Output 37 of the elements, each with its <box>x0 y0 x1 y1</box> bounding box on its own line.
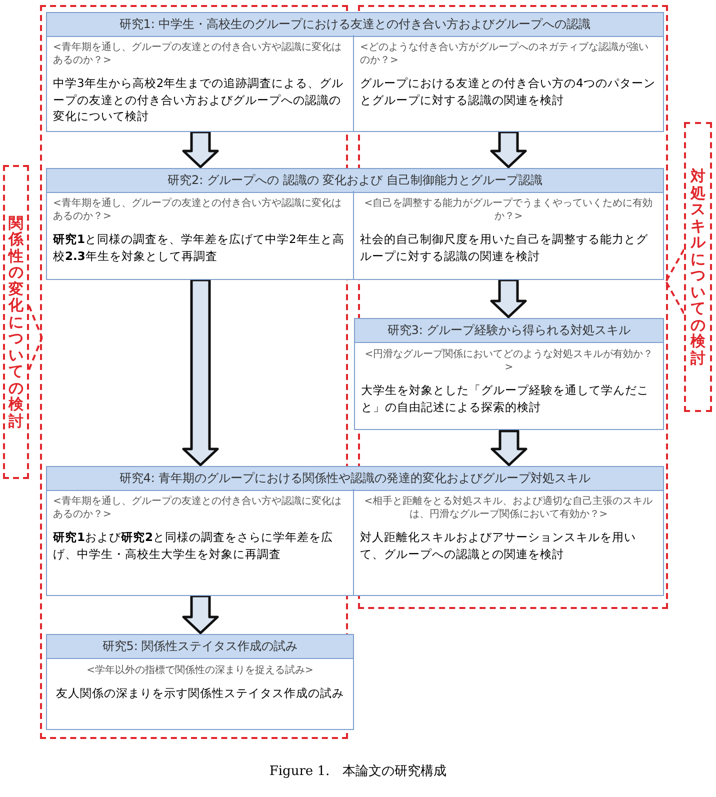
bracket-line <box>665 248 685 314</box>
block-arrow <box>490 430 528 466</box>
study-description: 研究1および研究2と同様の調査をさらに学年差を広げ、中学生・高校生大学生を対象に再調査 <box>53 529 334 562</box>
research-question: <青年期を通し、グループの友達との付き合い方や認識に変化はあるのか？> <box>53 197 342 223</box>
figure-caption: Figure 1. 本論文の研究構成 <box>268 763 448 780</box>
study-box <box>46 12 664 132</box>
study-description: 中学3年生から高校2年生までの追跡調査による、グループの友達との付き合い方およびグループへの認識の変化について検討 <box>53 75 345 126</box>
research-question: <自己を調整する能力がグループでうまくやっていくために有効か？> <box>363 197 654 223</box>
block-arrow <box>490 130 527 168</box>
research-question: <相手と距離をとる対処スキル、および適切な自己主張のスキルは、円滑なグループ関係において有効か？> <box>363 495 654 521</box>
study-description: 対人距離化スキルおよびアサーションスキルを用いて、グループへの認識との関連を検討 <box>360 529 637 562</box>
study-heading: 研究1: 中学生・高校生のグループにおける友達との付き合い方およびグループへの認識 <box>47 13 663 37</box>
label-frame <box>684 122 712 412</box>
research-question: <円滑なグループ関係においてどのような対処スキルが有効か？> <box>364 348 654 374</box>
research-question: <学年以外の指標で関係性の深まりを捉える試み> <box>86 664 314 677</box>
study-box <box>46 168 664 280</box>
study-box <box>46 466 664 596</box>
study-heading: 研究2: グループへの 認識の 変化および 自己制御能力とグループ認識 <box>47 169 663 193</box>
study-description: 友人関係の深まりを示す関係性ステイタス作成の試み <box>55 685 345 702</box>
study-heading: 研究5: 関係性ステイタス作成の試み <box>47 635 353 659</box>
research-question: <青年期を通し、グループの友達との付き合い方や認識に変化はあるのか？> <box>53 495 342 521</box>
bracket-line <box>28 304 43 371</box>
study-heading: 研究3: グループ経験から得られる対処スキル <box>355 319 663 343</box>
topic-label-text: 関係性の変化についての検討 <box>8 214 24 430</box>
study-description: 研究1と同様の調査を、学年差を広げて中学2年生と高校2.3年生を対象として再調査 <box>53 231 346 264</box>
research-question: <どのような付き合い方がグループへのネガティブな認識が強いのか？> <box>360 41 650 67</box>
block-arrow <box>182 278 219 466</box>
study-heading: 研究4: 青年期のグループにおける関係性や認識の発達的変化およびグループ対処スキル <box>47 467 663 491</box>
study-description: グループにおける友達との付き合い方の4つのパターンとグループに対する認識の関連を検討 <box>360 75 656 108</box>
block-arrow <box>490 278 527 318</box>
topic-label-text: 対処スキルについての検討 <box>690 168 706 366</box>
study-description: 大学生を対象とした「グループ経験を通して学んだこと」の自由記述による探索的検討 <box>361 382 650 416</box>
block-arrow <box>182 130 219 168</box>
label-frame <box>3 165 29 479</box>
block-arrow <box>182 594 219 634</box>
research-question: <青年期を通し、グループの友達との付き合い方や認識に変化はあるのか？> <box>53 41 342 67</box>
study-description: 社会的自己制御尺度を用いた自己を調整する能力とグループに対する認識の関連を検討 <box>360 231 649 264</box>
